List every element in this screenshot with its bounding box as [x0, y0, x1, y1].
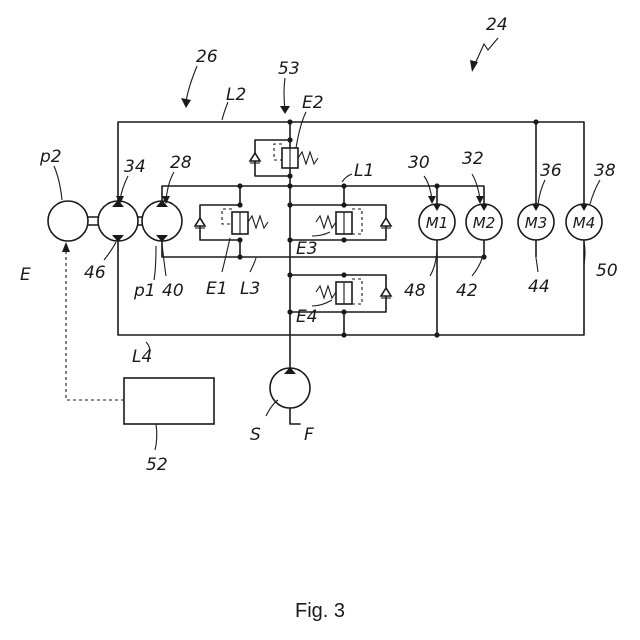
- label-e: E: [20, 265, 31, 285]
- label-e4: E4: [296, 307, 318, 327]
- pump-34: [98, 200, 138, 242]
- label-26: 26: [196, 47, 218, 67]
- leader-52: [155, 424, 157, 450]
- label-48: 48: [404, 281, 426, 301]
- component-e: [48, 201, 88, 241]
- label-32: 32: [462, 149, 484, 169]
- label-24: 24: [486, 15, 508, 35]
- label-l3: L3: [240, 279, 260, 299]
- line-tank: [290, 408, 300, 424]
- check-valve-e1: [195, 218, 205, 228]
- valve-e3: [316, 209, 391, 234]
- label-e3: E3: [296, 239, 318, 259]
- label-e1: E1: [206, 279, 228, 299]
- label-30: 30: [408, 153, 430, 173]
- label-l2: L2: [226, 85, 246, 105]
- check-valve-e2: [250, 153, 260, 163]
- label-l4: L4: [132, 347, 152, 367]
- label-36: 36: [540, 161, 562, 181]
- label-f: F: [304, 425, 314, 445]
- label-s: S: [250, 425, 261, 445]
- motor-label-m4: M4: [573, 214, 596, 232]
- label-42: 42: [456, 281, 478, 301]
- control-arrow-head: [62, 242, 70, 252]
- label-50: 50: [596, 261, 618, 281]
- label-34: 34: [124, 157, 146, 177]
- label-28: 28: [170, 153, 192, 173]
- label-l1: L1: [354, 161, 374, 181]
- figure-caption: Fig. 3: [295, 600, 345, 622]
- label-38: 38: [594, 161, 616, 181]
- label-p2: p2: [39, 147, 62, 167]
- line-l1: [162, 186, 484, 205]
- label-p1: p1: [133, 281, 156, 301]
- control-unit-52: [124, 378, 214, 424]
- motor-label-m2: M2: [473, 214, 496, 232]
- check-valve-e4: [381, 288, 391, 298]
- line-l3: [162, 240, 484, 257]
- label-e2: E2: [302, 93, 324, 113]
- motor-label-m1: M1: [426, 214, 449, 232]
- motor-label-m3: M3: [525, 214, 548, 232]
- valve-e1: [195, 209, 268, 234]
- label-53: 53: [278, 59, 300, 79]
- valve-e2: [250, 144, 318, 168]
- label-46: 46: [84, 263, 106, 283]
- label-44: 44: [528, 277, 550, 297]
- check-valve-e3: [381, 218, 391, 228]
- label-40: 40: [162, 281, 184, 301]
- reference-labels: 24 26 53 L2 E2 L1 28 30 32 34 36 38 p2 E…: [20, 15, 618, 475]
- valve-e4: [316, 279, 391, 304]
- pump-28: [142, 200, 182, 242]
- label-52: 52: [146, 455, 168, 475]
